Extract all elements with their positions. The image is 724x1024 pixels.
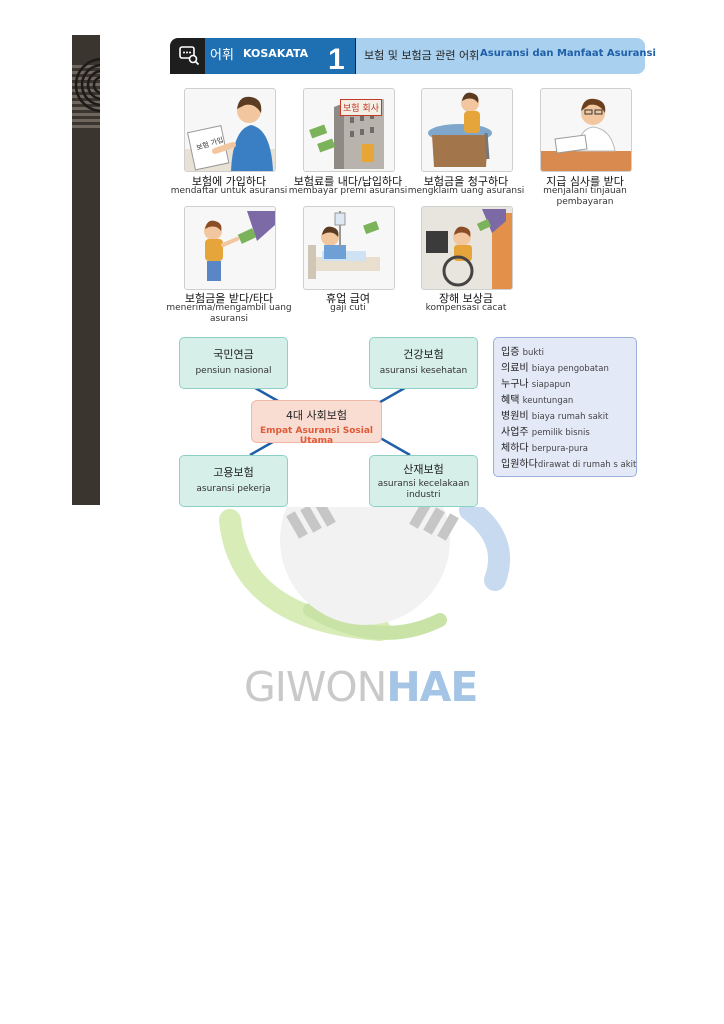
vocab-caption-ko: 보험금을 받다/타다 bbox=[184, 292, 274, 305]
word-ko: 체하다 bbox=[501, 443, 529, 454]
word-id: bukti bbox=[522, 348, 544, 358]
section-label-id: KOSAKATA bbox=[243, 47, 309, 60]
word-list-item: 병원비 biaya rumah sakit bbox=[501, 407, 608, 422]
node-label-id: pensiun nasional bbox=[195, 366, 272, 376]
word-list-item: 입원하다dirawat di rumah s akit bbox=[501, 455, 636, 470]
word-ko: 입원하다 bbox=[501, 459, 538, 470]
man-reviewing-document-illustration bbox=[541, 98, 631, 171]
vocab-caption-ko: 보험금을 청구하다 bbox=[423, 175, 509, 188]
node-label-ko: 고용보험 bbox=[213, 466, 254, 479]
node-label-ko: 국민연금 bbox=[213, 348, 254, 361]
mindmap-node-employment-insurance: 고용보험 asuransi pekerja bbox=[179, 455, 288, 507]
vocab-caption-ko: 보험에 가입하다 bbox=[191, 175, 267, 188]
node-label-id: asuransi pekerja bbox=[196, 484, 271, 494]
word-ko: 누구나 bbox=[501, 379, 529, 390]
center-label-id: Empat Asuransi Sosial Utama bbox=[260, 426, 373, 446]
watermark-text-part1: GIWON bbox=[244, 663, 387, 711]
mindmap-node-national-pension: 국민연금 pensiun nasional bbox=[179, 337, 288, 389]
insurance-building-illustration bbox=[309, 99, 384, 169]
word-ko: 병원비 bbox=[501, 411, 529, 422]
man-receiving-money-illustration bbox=[204, 211, 275, 281]
vocab-caption-id: mendaftar untuk asuransi bbox=[170, 186, 288, 196]
mindmap-node-industrial-accident-insurance: 산재보험 asuransi kecelakaan industri bbox=[369, 455, 478, 507]
vocab-card-join-insurance bbox=[184, 88, 276, 172]
vocab-caption-id: membayar premi asuransi bbox=[288, 186, 408, 196]
word-id: biaya pengobatan bbox=[531, 364, 609, 374]
insurance-company-sign: 보험 회사 bbox=[340, 99, 382, 116]
vocab-card-review bbox=[540, 88, 632, 172]
center-label-ko: 4대 사회보험 bbox=[285, 409, 348, 422]
vocab-caption-id: menerima/mengambil uang asuransi bbox=[166, 303, 292, 324]
word-ko: 사업주 bbox=[501, 427, 529, 438]
vocab-card-claim bbox=[421, 88, 513, 172]
word-id: berpura-pura bbox=[531, 444, 588, 454]
word-list-item: 혜택 keuntungan bbox=[501, 391, 573, 406]
watermark-logo-text: GIWONHAE bbox=[244, 663, 478, 711]
watermark-text-part2: HAE bbox=[386, 663, 478, 711]
word-ko: 입증 bbox=[501, 347, 520, 358]
section-label: 어휘 bbox=[210, 48, 234, 63]
vocab-caption-ko: 장해 보상금 bbox=[438, 292, 494, 305]
section-title-ko: 보험 및 보험금 관련 어휘 bbox=[364, 49, 480, 62]
word-id: pemilik bisnis bbox=[531, 428, 590, 438]
watermark-emblem bbox=[219, 480, 511, 641]
vocab-caption-id: mengklaim uang asuransi bbox=[407, 186, 525, 196]
vocab-caption-ko: 휴업 급여 bbox=[326, 292, 370, 305]
patient-in-bed-illustration bbox=[308, 211, 380, 279]
word-list-item: 의료비 biaya pengobatan bbox=[501, 359, 609, 374]
decorative-rings bbox=[74, 57, 100, 113]
vocab-caption-ko: 지급 심사를 받다 bbox=[546, 175, 624, 188]
mindmap-center-node: 4대 사회보험 Empat Asuransi Sosial Utama bbox=[251, 400, 382, 446]
word-ko: 의료비 bbox=[501, 363, 529, 374]
vocab-card-disability-compensation bbox=[421, 206, 513, 290]
decorative-side-strip bbox=[72, 35, 100, 505]
word-list-item: 누구나 siapapun bbox=[501, 375, 571, 390]
man-signing-illustration bbox=[185, 96, 275, 171]
vocab-card-receive bbox=[184, 206, 276, 290]
word-ko: 혜택 bbox=[501, 395, 520, 406]
word-id: biaya rumah sakit bbox=[531, 412, 609, 422]
vocab-caption-id: kompensasi cacat bbox=[425, 303, 507, 313]
section-title-id: Asuransi dan Manfaat Asuransi bbox=[480, 48, 656, 59]
word-list-item: 체하다 berpura-pura bbox=[501, 439, 588, 454]
vocabulary-magnifier-icon bbox=[179, 46, 200, 66]
node-label-ko: 건강보험 bbox=[403, 348, 444, 361]
vocab-caption-ko: 보험료를 내다/납입하다 bbox=[293, 175, 403, 188]
header-title-bar bbox=[356, 38, 645, 74]
word-list-item: 입증 bukti bbox=[501, 343, 544, 358]
node-label-ko: 산재보험 bbox=[403, 463, 444, 476]
word-list-item: 사업주 pemilik bisnis bbox=[501, 423, 590, 438]
word-id: siapapun bbox=[531, 380, 571, 390]
word-list-box bbox=[493, 337, 637, 477]
section-number: 1 bbox=[328, 43, 345, 76]
vocab-caption-id: menjalani tinjauan pembayaran bbox=[543, 186, 627, 207]
vocab-card-sick-leave bbox=[303, 206, 395, 290]
word-id: keuntungan bbox=[522, 396, 574, 406]
man-at-desk-illustration bbox=[428, 92, 492, 167]
header-blue-tab bbox=[205, 38, 355, 74]
node-label-id: asuransi kecelakaan industri bbox=[377, 479, 470, 500]
vocab-caption-id: gaji cuti bbox=[330, 303, 366, 313]
mindmap-node-health-insurance: 건강보험 asuransi kesehatan bbox=[369, 337, 478, 389]
word-id: dirawat di rumah s akit bbox=[537, 460, 637, 470]
man-in-wheelchair-illustration bbox=[422, 207, 512, 289]
node-label-id: asuransi kesehatan bbox=[379, 366, 468, 376]
